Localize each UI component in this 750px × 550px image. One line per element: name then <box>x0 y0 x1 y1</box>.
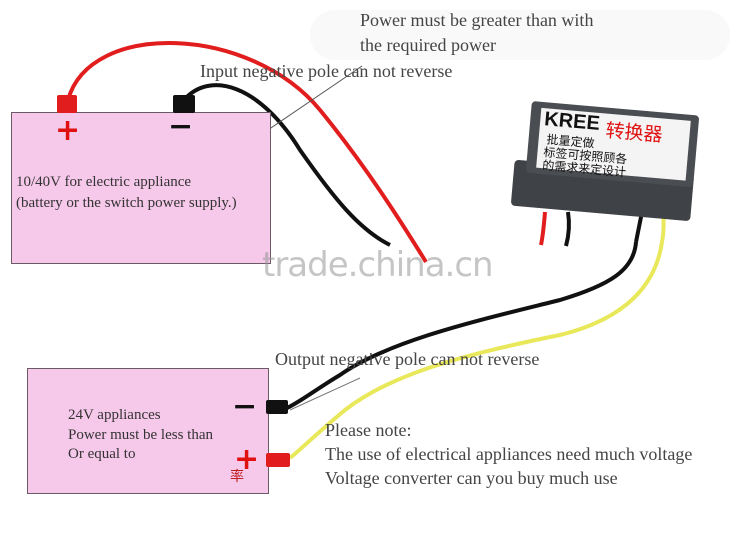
input-positive-wire <box>66 41 428 264</box>
converter-black-lead <box>564 211 572 247</box>
input-box-line2: (battery or the switch power supply.) <box>16 195 237 211</box>
output-positive-wire <box>288 241 664 460</box>
input-pole-note: Input negative pole can not reverse <box>200 61 453 81</box>
input-negative-terminal <box>173 95 195 113</box>
output-positive-terminal <box>266 453 290 467</box>
output-box-line3: Or equal to <box>68 446 136 462</box>
output-appliance-box <box>27 368 269 494</box>
output-minus-sign: − <box>232 389 258 424</box>
power-note-line1: Power must be greater than with <box>360 10 594 30</box>
voltage-converter-module: KREE 转换器 批量定做 标签可按照顾各 的需求来定设计 <box>510 100 710 222</box>
output-negative-terminal <box>266 400 288 414</box>
input-box-line1: 10/40V for electric appliance <box>16 174 192 190</box>
watermark-text: trade.china.cn <box>262 245 494 285</box>
output-note-pointer <box>289 377 361 411</box>
converter-title: 转换器 <box>604 119 664 147</box>
please-note-heading: Please note: <box>325 420 412 440</box>
input-power-source-box <box>11 112 271 264</box>
output-box-line1: 24V appliances <box>68 407 161 423</box>
input-positive-terminal <box>57 95 77 113</box>
input-plus-sign: + <box>55 113 81 148</box>
output-pole-note: Output negative pole can not reverse <box>275 349 540 369</box>
input-minus-sign: − <box>168 109 194 144</box>
output-box-line2: Power must be less than <box>68 427 213 443</box>
output-negative-wire <box>286 241 638 410</box>
output-plus-sign: + <box>234 442 260 477</box>
input-note-pointer <box>264 65 363 133</box>
power-note-line2: the required power <box>360 35 496 55</box>
output-stamp-char: 率 <box>230 470 244 485</box>
buy-note: Voltage converter can you buy much use <box>325 468 618 488</box>
input-negative-wire <box>182 83 391 247</box>
converter-red-lead <box>539 211 547 246</box>
faint-background-shape <box>310 10 730 60</box>
usage-note: The use of electrical appliances need mu… <box>325 444 693 464</box>
